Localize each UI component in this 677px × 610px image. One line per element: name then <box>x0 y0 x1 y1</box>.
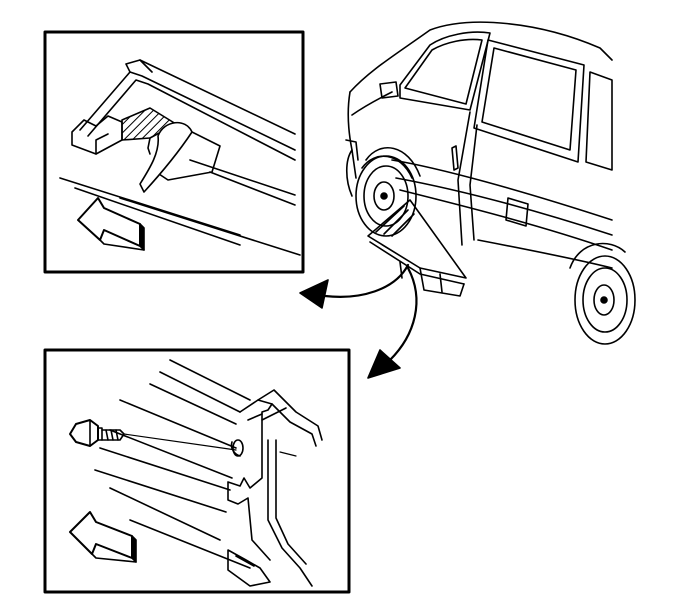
detail-panel-bottom <box>43 348 351 594</box>
arrow-icon <box>299 263 410 309</box>
running-board-rail <box>94 359 323 587</box>
detail-panel-top <box>43 30 305 274</box>
van-icon <box>345 21 636 345</box>
retainer-clip-icon <box>121 107 221 193</box>
arrow-icon <box>367 266 418 379</box>
direction-arrow-icon <box>69 511 137 563</box>
bolt-icon <box>69 419 125 447</box>
direction-arrow-icon <box>77 197 145 251</box>
